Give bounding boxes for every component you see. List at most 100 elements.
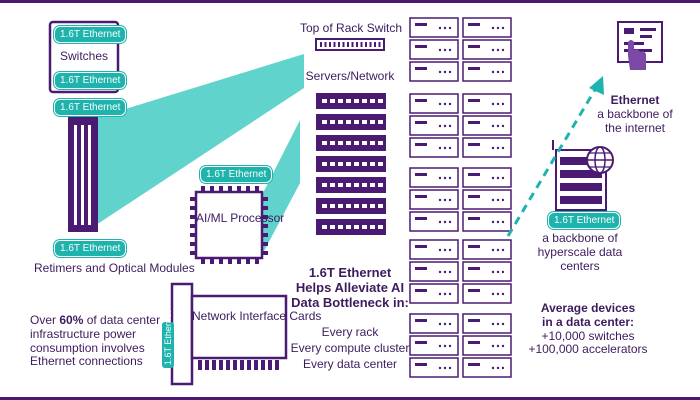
rack-unit-led (443, 270, 447, 274)
rack-unit-led (496, 344, 500, 348)
rack-unit (409, 137, 459, 158)
rack-unit-led (501, 26, 505, 30)
server-port (370, 99, 375, 103)
rack-unit-led (496, 176, 500, 180)
rack-unit-led (491, 366, 495, 370)
switch-projection-cone (96, 54, 304, 225)
tor-port (320, 42, 322, 47)
rack-unit-led (448, 270, 452, 274)
chip-pin (262, 233, 268, 237)
rack-unit (462, 61, 512, 82)
rack-unit (409, 211, 459, 232)
rack-unit-led (443, 102, 447, 106)
rack-unit-led (438, 220, 442, 224)
retimer-stripe-2 (81, 125, 84, 225)
rack-unit-led (491, 146, 495, 150)
nic-ethernet-tag: 1.6T Ethernet (162, 311, 175, 368)
rack-unit-led (443, 220, 447, 224)
rack-unit-led (496, 26, 500, 30)
rack-unit-led (448, 102, 452, 106)
server-port (346, 225, 351, 229)
rack-unit (462, 93, 512, 114)
rack-unit-label-bar (415, 217, 427, 220)
rack-unit (462, 211, 512, 232)
rack-unit-led (491, 344, 495, 348)
processor-chip (190, 186, 268, 264)
tor-port (333, 42, 336, 47)
rack-unit-led (448, 146, 452, 150)
rack-unit-led (448, 322, 452, 326)
rack-unit-led (448, 198, 452, 202)
rack-unit-led (448, 124, 452, 128)
chip-pin (255, 186, 259, 192)
rack-unit (462, 261, 512, 282)
tor-port (369, 42, 372, 47)
average-line-1: Average devices (540, 301, 636, 315)
rack-unit (409, 357, 459, 378)
server-port (346, 99, 351, 103)
rack-unit-led (501, 292, 505, 296)
rack-unit (462, 17, 512, 38)
hyperscale-line-1: a backbone of (542, 231, 618, 245)
server-port (354, 183, 359, 187)
nic-label: Network Interface Cards (192, 309, 322, 323)
top-border (0, 0, 700, 3)
nic-connector-tooth (233, 360, 237, 370)
rack-unit-led (496, 48, 500, 52)
nic-connector-tooth (254, 360, 258, 370)
rack-unit (409, 239, 459, 260)
servers-network-label: Servers/Network (305, 69, 395, 83)
rack-unit-led (448, 366, 452, 370)
server-port (338, 99, 343, 103)
rack-unit (409, 189, 459, 210)
tor-port (342, 42, 345, 47)
rack-unit-label-bar (415, 45, 427, 48)
server-port (354, 99, 359, 103)
chip-pin (190, 233, 196, 237)
rack-unit-led (496, 220, 500, 224)
server-port (346, 183, 351, 187)
server-port (330, 120, 335, 124)
rack-unit (462, 39, 512, 60)
retimer-stripe-3 (88, 125, 91, 225)
rack-unit-led (443, 198, 447, 202)
rack-unit-label-bar (468, 363, 480, 366)
bottleneck-line-1: 1.6T Ethernet (308, 265, 392, 280)
rack-unit-led (438, 270, 442, 274)
rack-unit-led (438, 102, 442, 106)
rack-unit-led (448, 70, 452, 74)
rack-unit-led (443, 146, 447, 150)
rack-unit-label-bar (415, 341, 427, 344)
server-port (354, 141, 359, 145)
chip-pin (190, 251, 196, 255)
hyperscale-line-2: hyperscale data (537, 244, 623, 259)
nic-connector-tooth (247, 360, 251, 370)
rack-unit-led (491, 70, 495, 74)
server-port (354, 204, 359, 208)
rack-unit-led (443, 26, 447, 30)
dashed-arrow-line (506, 87, 598, 237)
server-port (322, 99, 327, 103)
chip-pin (190, 206, 196, 210)
power-suffix: of data center (83, 313, 161, 327)
rack-unit-led (438, 322, 442, 326)
internet-line-1: a backbone of (597, 106, 673, 121)
rack-unit-led (438, 344, 442, 348)
tor-port (324, 42, 327, 47)
switches-label: Switches (59, 49, 109, 63)
rack-unit-led (501, 102, 505, 106)
hyperscale-server-icon (552, 140, 614, 211)
server-port (346, 204, 351, 208)
rack-unit (409, 335, 459, 356)
rack-unit-led (491, 26, 495, 30)
rack-unit-led (438, 70, 442, 74)
rack-unit-led (496, 248, 500, 252)
server-port (378, 204, 383, 208)
rack-unit-led (501, 176, 505, 180)
rack-unit (409, 283, 459, 304)
rack-unit-led (443, 322, 447, 326)
rack-unit-label-bar (468, 195, 480, 198)
rack-unit-label-bar (468, 289, 480, 292)
server-port (370, 183, 375, 187)
rack-unit-label-bar (468, 143, 480, 146)
